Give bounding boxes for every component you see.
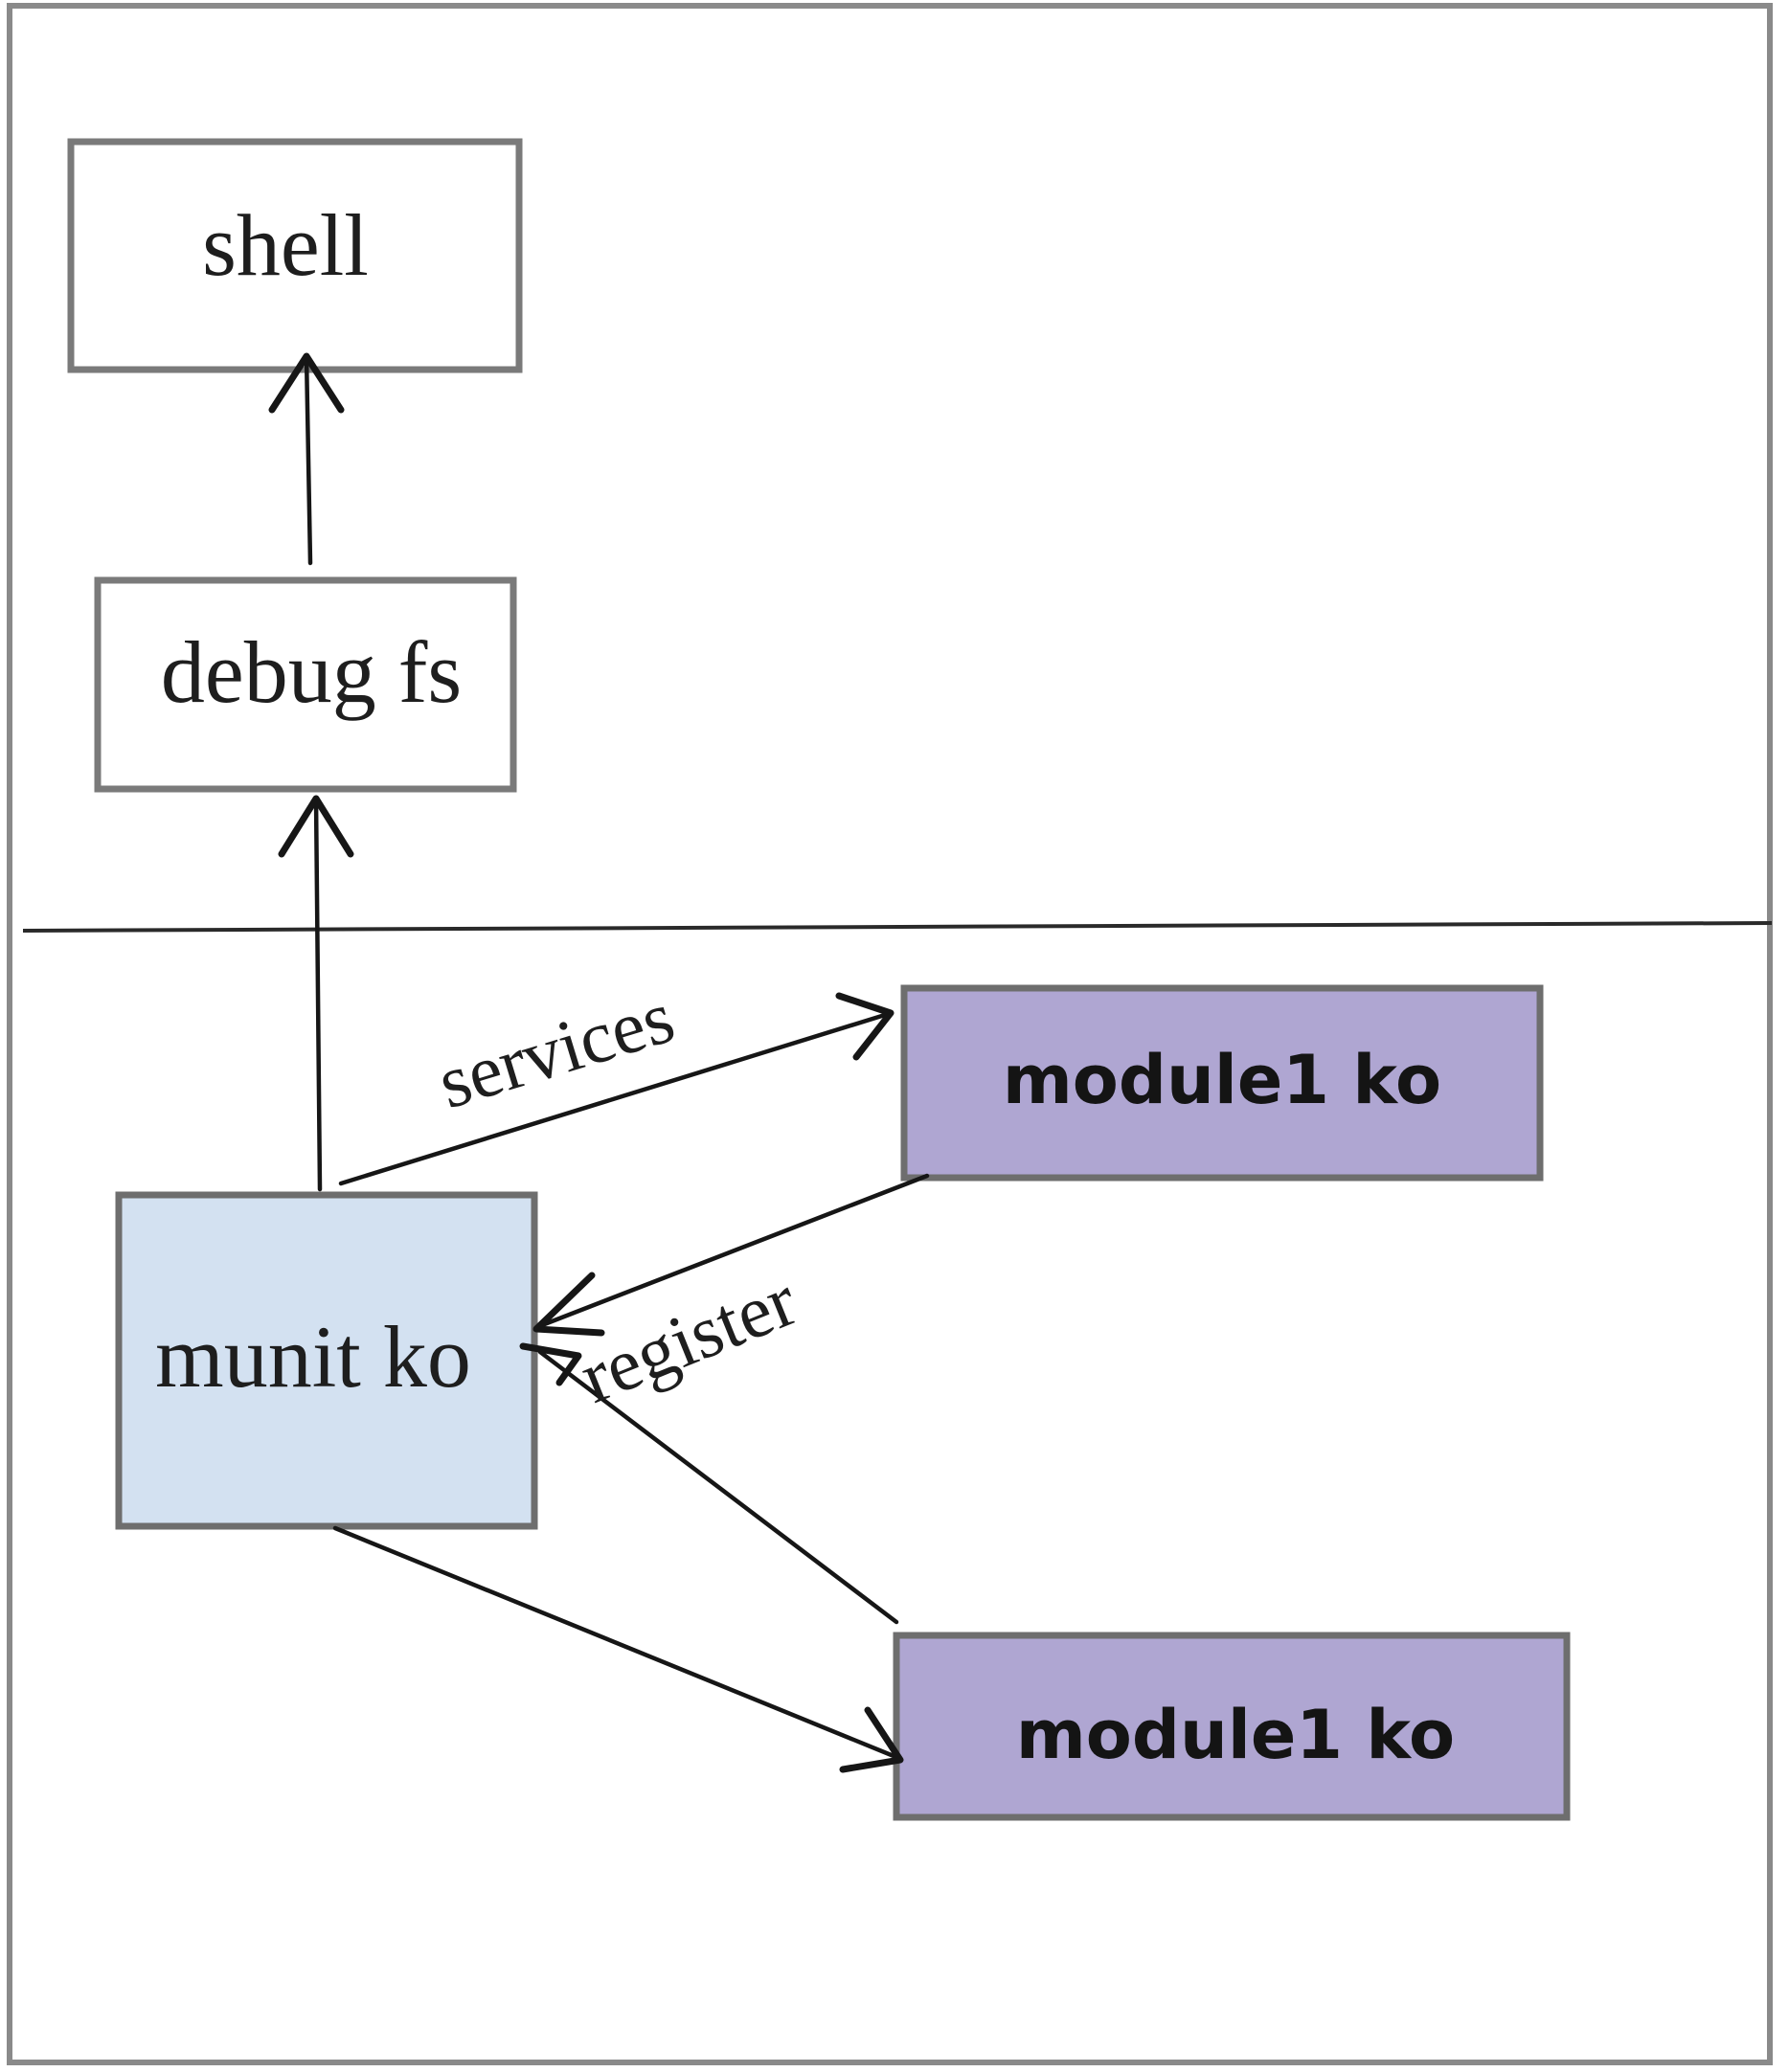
- edge-munit-to-module-bottom-arrowhead: [839, 1706, 904, 1773]
- node-munit-ko-label: munit ko: [155, 1308, 471, 1406]
- node-shell-label: shell: [202, 196, 369, 294]
- node-module1-ko-bottom-box: [893, 1632, 1571, 1821]
- edge-debugfs-to-shell-arrowhead: [268, 352, 345, 414]
- space-divider: [22, 921, 1773, 933]
- node-debug-fs-box: [94, 576, 517, 793]
- node-munit-ko: munit ko: [115, 1191, 538, 1530]
- edge-module-bottom-to-munit-arrowhead: [519, 1342, 582, 1386]
- edge-services-arrowhead: [835, 992, 894, 1061]
- node-module1-ko-bottom: module1 ko: [893, 1632, 1571, 1821]
- edge-register: [539, 1173, 930, 1328]
- edge-register-label: register: [569, 1257, 807, 1418]
- edge-module-bottom-to-munit: [537, 1349, 899, 1625]
- node-module1-ko-top-box: [900, 984, 1544, 1182]
- edge-services-label: services: [429, 975, 684, 1125]
- node-munit-ko-box: [115, 1191, 538, 1530]
- edge-register-arrowhead: [532, 1272, 605, 1337]
- edge-munit-to-module-bottom: [332, 1525, 901, 1761]
- node-module1-ko-bottom-label: module1 ko: [1016, 1696, 1455, 1774]
- edges: [268, 352, 930, 1773]
- node-module1-ko-top-label: module1 ko: [1003, 1041, 1441, 1119]
- edge-munit-to-debugfs: [313, 796, 323, 1192]
- edge-services: [338, 1012, 888, 1186]
- node-debug-fs: debug fs: [94, 576, 517, 793]
- outer-frame: [7, 3, 1773, 2065]
- node-debug-fs-label: debug fs: [161, 623, 462, 721]
- node-module1-ko-top: module1 ko: [900, 984, 1544, 1182]
- edge-munit-to-debugfs-arrowhead: [278, 795, 354, 858]
- node-shell: shell: [67, 138, 523, 373]
- edge-debugfs-to-shell: [304, 353, 313, 566]
